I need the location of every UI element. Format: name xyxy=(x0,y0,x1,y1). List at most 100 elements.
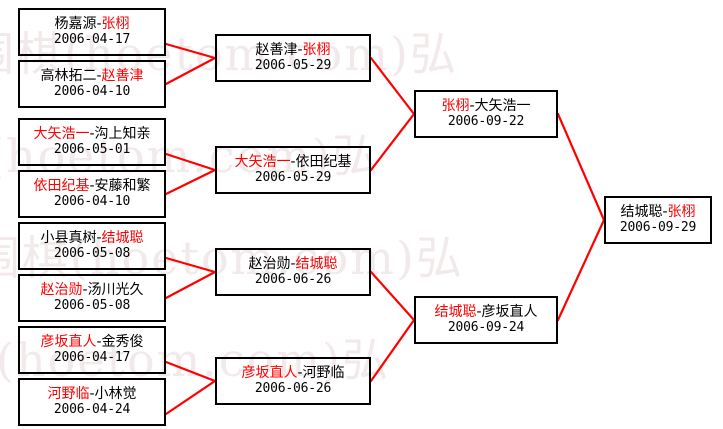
player-separator: - xyxy=(476,303,482,320)
match-date: 2006-06-26 xyxy=(254,380,332,396)
player-separator: - xyxy=(290,255,296,272)
connector-r3-0 xyxy=(556,112,606,222)
match-box[interactable]: 大矢浩一-依田纪基 2006-05-29 xyxy=(215,146,371,194)
match-box[interactable]: 小县真树-结城聪 2006-05-08 xyxy=(18,222,166,270)
match-date: 2006-06-26 xyxy=(254,271,332,287)
player-left: 张栩 xyxy=(441,97,470,114)
player-left: 彦坂直人 xyxy=(40,333,97,350)
player-separator: - xyxy=(297,41,303,58)
match-box[interactable]: 张栩-大矢浩一 2006-09-22 xyxy=(414,90,558,138)
connector-r2-0 xyxy=(369,56,416,116)
match-players: 彦坂直人-河野临 xyxy=(241,364,345,382)
match-date: 2006-09-29 xyxy=(619,219,697,235)
match-box[interactable]: 彦坂直人-河野临 2006-06-26 xyxy=(215,357,371,405)
player-left: 高林拓二 xyxy=(40,67,97,84)
match-date: 2006-05-08 xyxy=(53,297,131,313)
connector-r1-5 xyxy=(164,270,217,300)
connector-r1-2 xyxy=(164,152,217,172)
match-players: 赵善津-张栩 xyxy=(255,41,331,59)
match-box[interactable]: 杨嘉源-张栩 2006-04-17 xyxy=(18,8,166,56)
player-left: 结城聪 xyxy=(620,203,663,220)
match-date: 2006-04-10 xyxy=(53,83,131,99)
player-left: 大矢浩一 xyxy=(33,125,90,142)
player-separator: - xyxy=(96,333,102,350)
connector-r2-2 xyxy=(369,270,416,322)
player-separator: - xyxy=(662,203,668,220)
match-box[interactable]: 大矢浩一-沟上知亲 2006-05-01 xyxy=(18,118,166,166)
match-date: 2006-04-17 xyxy=(53,31,131,47)
match-players: 杨嘉源-张栩 xyxy=(54,15,130,33)
player-right: 张栩 xyxy=(101,15,130,32)
match-date: 2006-04-17 xyxy=(53,349,131,365)
match-players: 高林拓二-赵善津 xyxy=(40,67,144,85)
match-date: 2006-04-10 xyxy=(53,193,131,209)
match-date: 2006-09-24 xyxy=(447,319,525,335)
match-box[interactable]: 结城聪-彦坂直人 2006-09-24 xyxy=(414,296,558,344)
player-left: 依田纪基 xyxy=(33,177,90,194)
match-players: 河野临-小林觉 xyxy=(47,385,137,403)
player-left: 赵善津 xyxy=(255,41,298,58)
connector-r2-1 xyxy=(369,112,416,172)
player-right: 张栩 xyxy=(667,203,696,220)
match-players: 赵治勋-结城聪 xyxy=(248,255,338,273)
player-left: 彦坂直人 xyxy=(241,364,298,381)
player-left: 结城聪 xyxy=(434,303,477,320)
match-box[interactable]: 高林拓二-赵善津 2006-04-10 xyxy=(18,60,166,108)
match-box[interactable]: 彦坂直人-金秀俊 2006-04-17 xyxy=(18,326,166,374)
connector-r1-6 xyxy=(164,360,217,383)
player-separator: - xyxy=(297,364,303,381)
connector-r3-1 xyxy=(556,218,606,322)
player-separator: - xyxy=(89,125,95,142)
match-date: 2006-04-24 xyxy=(53,401,131,417)
player-right: 结城聪 xyxy=(295,255,338,272)
player-right: 张栩 xyxy=(302,41,331,58)
player-right: 彦坂直人 xyxy=(481,303,538,320)
match-players: 赵治勋-汤川光久 xyxy=(40,281,144,299)
player-right: 沟上知亲 xyxy=(94,125,151,142)
player-right: 结城聪 xyxy=(101,229,144,246)
player-separator: - xyxy=(82,281,88,298)
player-separator: - xyxy=(290,153,296,170)
connector-r1-1 xyxy=(164,56,217,86)
connector-r1-7 xyxy=(164,379,217,416)
player-right: 依田纪基 xyxy=(295,153,352,170)
player-right: 大矢浩一 xyxy=(474,97,531,114)
match-box[interactable]: 河野临-小林觉 2006-04-24 xyxy=(18,378,166,426)
player-separator: - xyxy=(469,97,475,114)
player-separator: - xyxy=(96,15,102,32)
player-right: 河野临 xyxy=(302,364,345,381)
player-left: 赵治勋 xyxy=(248,255,291,272)
player-right: 安藤和繁 xyxy=(94,177,151,194)
match-players: 大矢浩一-沟上知亲 xyxy=(33,125,151,143)
match-players: 结城聪-彦坂直人 xyxy=(434,303,538,321)
player-left: 小县真树 xyxy=(40,229,97,246)
match-players: 彦坂直人-金秀俊 xyxy=(40,333,144,351)
match-players: 小县真树-结城聪 xyxy=(40,229,144,247)
match-box[interactable]: 依田纪基-安藤和繁 2006-04-10 xyxy=(18,170,166,218)
match-date: 2006-09-22 xyxy=(447,113,525,129)
player-separator: - xyxy=(89,177,95,194)
match-date: 2006-05-01 xyxy=(53,141,131,157)
match-date: 2006-05-29 xyxy=(254,169,332,185)
player-right: 赵善津 xyxy=(101,67,144,84)
match-box-final[interactable]: 结城聪-张栩 2006-09-29 xyxy=(604,196,712,244)
match-date: 2006-05-08 xyxy=(53,245,131,261)
match-box[interactable]: 赵治勋-汤川光久 2006-05-08 xyxy=(18,274,166,322)
connector-r1-0 xyxy=(164,42,217,60)
match-players: 结城聪-张栩 xyxy=(620,203,696,221)
connector-r1-3 xyxy=(164,168,217,196)
match-box[interactable]: 赵治勋-结城聪 2006-06-26 xyxy=(215,248,371,296)
player-right: 汤川光久 xyxy=(87,281,144,298)
match-players: 大矢浩一-依田纪基 xyxy=(234,153,352,171)
player-left: 杨嘉源 xyxy=(54,15,97,32)
player-right: 小林觉 xyxy=(94,385,137,402)
match-players: 依田纪基-安藤和繁 xyxy=(33,177,151,195)
connector-r2-3 xyxy=(369,318,416,383)
connector-r1-4 xyxy=(164,256,217,274)
player-separator: - xyxy=(89,385,95,402)
player-left: 赵治勋 xyxy=(40,281,83,298)
match-box[interactable]: 赵善津-张栩 2006-05-29 xyxy=(215,34,371,82)
player-left: 大矢浩一 xyxy=(234,153,291,170)
player-right: 金秀俊 xyxy=(101,333,144,350)
